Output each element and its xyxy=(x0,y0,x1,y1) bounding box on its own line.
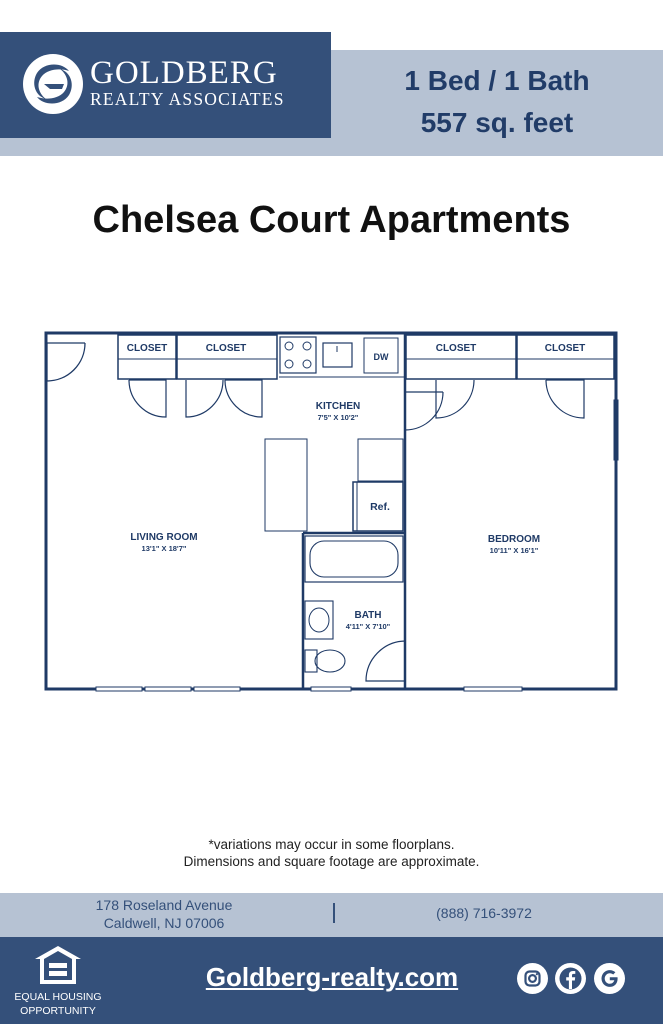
google-icon[interactable] xyxy=(594,963,625,994)
goldberg-logo-icon xyxy=(23,54,83,114)
toilet xyxy=(304,649,318,673)
stove xyxy=(279,336,317,374)
instagram-icon[interactable] xyxy=(517,963,548,994)
bath-sink xyxy=(304,600,334,640)
closet-3 xyxy=(405,334,517,380)
contact-divider xyxy=(333,903,335,923)
window-bedroom-side xyxy=(613,399,619,461)
bathtub xyxy=(304,535,404,583)
closet-label-2: CLOSET xyxy=(206,343,247,354)
closet-label-1: CLOSET xyxy=(127,343,168,354)
kitchen-dims: 7'5" X 10'2" xyxy=(318,413,359,422)
dishwasher-label: DW xyxy=(374,352,389,362)
contact-band xyxy=(0,893,663,937)
equal-housing-icon xyxy=(35,946,81,984)
bath-dims: 4'11" X 7'10" xyxy=(346,622,391,631)
eho-text-line-2: OPPORTUNITY xyxy=(20,1005,96,1017)
refrigerator xyxy=(352,481,404,532)
eho-text-line-1: EQUAL HOUSING xyxy=(14,991,102,1003)
footer-band xyxy=(0,937,663,1024)
floorplan: CLOSET CLOSET CLOSET CLOSET DW Ref. KITC… xyxy=(44,331,619,692)
living-room-label: LIVING ROOM xyxy=(130,532,197,543)
address-line-2: Caldwell, NJ 07006 xyxy=(103,915,225,931)
refrigerator-label: Ref. xyxy=(370,501,390,513)
phone-number[interactable]: (888) 716-3972 xyxy=(436,905,532,921)
unit-size: 557 sq. feet xyxy=(420,107,574,138)
facebook-icon[interactable] xyxy=(555,963,586,994)
closet-2 xyxy=(176,334,278,380)
closet-label-3: CLOSET xyxy=(436,343,477,354)
bedroom-label: BEDROOM xyxy=(488,534,540,545)
closet-4 xyxy=(516,334,615,380)
outer-walls xyxy=(44,331,618,691)
closet-label-4: CLOSET xyxy=(545,343,586,354)
living-room-dims: 13'1" X 18'7" xyxy=(142,544,187,553)
dishwasher xyxy=(363,337,399,374)
bedroom-dims: 10'11" X 16'1" xyxy=(490,546,539,555)
kitchen-label: KITCHEN xyxy=(316,401,360,412)
kitchen-counter-left xyxy=(264,438,308,532)
bath-label: BATH xyxy=(354,610,381,621)
entry-door xyxy=(46,342,86,382)
page-title: Chelsea Court Apartments xyxy=(92,199,571,241)
unit-type: 1 Bed / 1 Bath xyxy=(404,65,590,96)
kitchen-counter-right xyxy=(357,438,404,482)
address-line-1: 178 Roseland Avenue xyxy=(95,897,233,913)
closet-1 xyxy=(117,334,177,380)
disclaimer-line-1: *variations may occur in some floorplans… xyxy=(208,837,455,852)
disclaimer-line-2: Dimensions and square footage are approx… xyxy=(183,854,480,869)
kitchen-sink xyxy=(322,342,353,368)
brand-name: GOLDBERG xyxy=(90,55,278,91)
brand-subtitle: REALTY ASSOCIATES xyxy=(90,89,285,109)
website-link[interactable]: Goldberg-realty.com xyxy=(205,962,459,992)
